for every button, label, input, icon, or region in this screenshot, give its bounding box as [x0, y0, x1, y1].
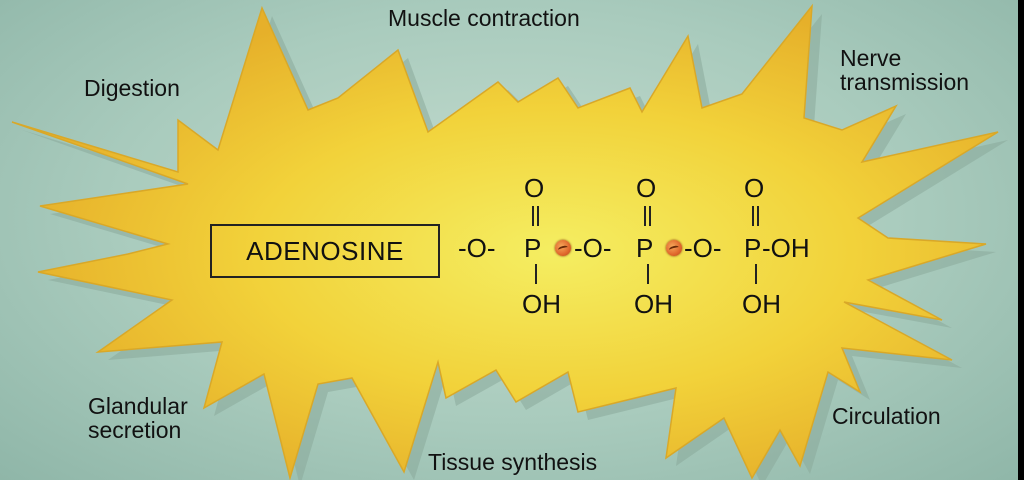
label-nerve-line2: transmission	[840, 69, 970, 95]
high-energy-bond-1	[555, 240, 571, 256]
label-muscle-contraction: Muscle contraction	[388, 5, 580, 31]
link-o-3: -O-	[684, 233, 722, 263]
double-bond-2a	[644, 206, 646, 226]
adenosine-box: ADENOSINE	[210, 224, 440, 278]
double-bond-1a	[532, 206, 534, 226]
link-o-1: -O-	[458, 233, 496, 263]
phosphorus-1: P	[524, 233, 542, 263]
label-tissue-synthesis: Tissue synthesis	[428, 449, 598, 475]
oxygen-top-1: O	[524, 173, 545, 203]
label-glandular-line2: secretion	[88, 417, 182, 443]
oxygen-top-3: O	[744, 173, 765, 203]
single-bond-2	[647, 264, 649, 284]
double-bond-2b	[649, 206, 651, 226]
hydroxyl-1: OH	[522, 289, 561, 319]
label-digestion: Digestion	[84, 75, 180, 101]
phosphorus-3: P	[744, 233, 762, 263]
hydroxyl-2: OH	[634, 289, 673, 319]
label-circulation: Circulation	[832, 403, 941, 429]
phosphorus-2: P	[636, 233, 654, 263]
adenosine-label: ADENOSINE	[246, 235, 404, 266]
link-o-2: -O-	[574, 233, 612, 263]
starburst	[11, 3, 999, 480]
hydroxyl-3: OH	[742, 289, 781, 319]
label-nerve-line1: Nerve	[840, 45, 902, 71]
label-glandular-secretion: Glandular secretion	[88, 394, 188, 442]
single-bond-1	[535, 264, 537, 284]
high-energy-bond-2	[666, 240, 682, 256]
double-bond-3b	[757, 206, 759, 226]
terminal-hydroxyl: -OH	[762, 233, 810, 263]
oxygen-top-2: O	[636, 173, 657, 203]
label-glandular-line1: Glandular	[88, 393, 188, 419]
double-bond-1b	[537, 206, 539, 226]
single-bond-3	[755, 264, 757, 284]
double-bond-3a	[752, 206, 754, 226]
label-nerve-transmission: Nerve transmission	[840, 46, 969, 94]
